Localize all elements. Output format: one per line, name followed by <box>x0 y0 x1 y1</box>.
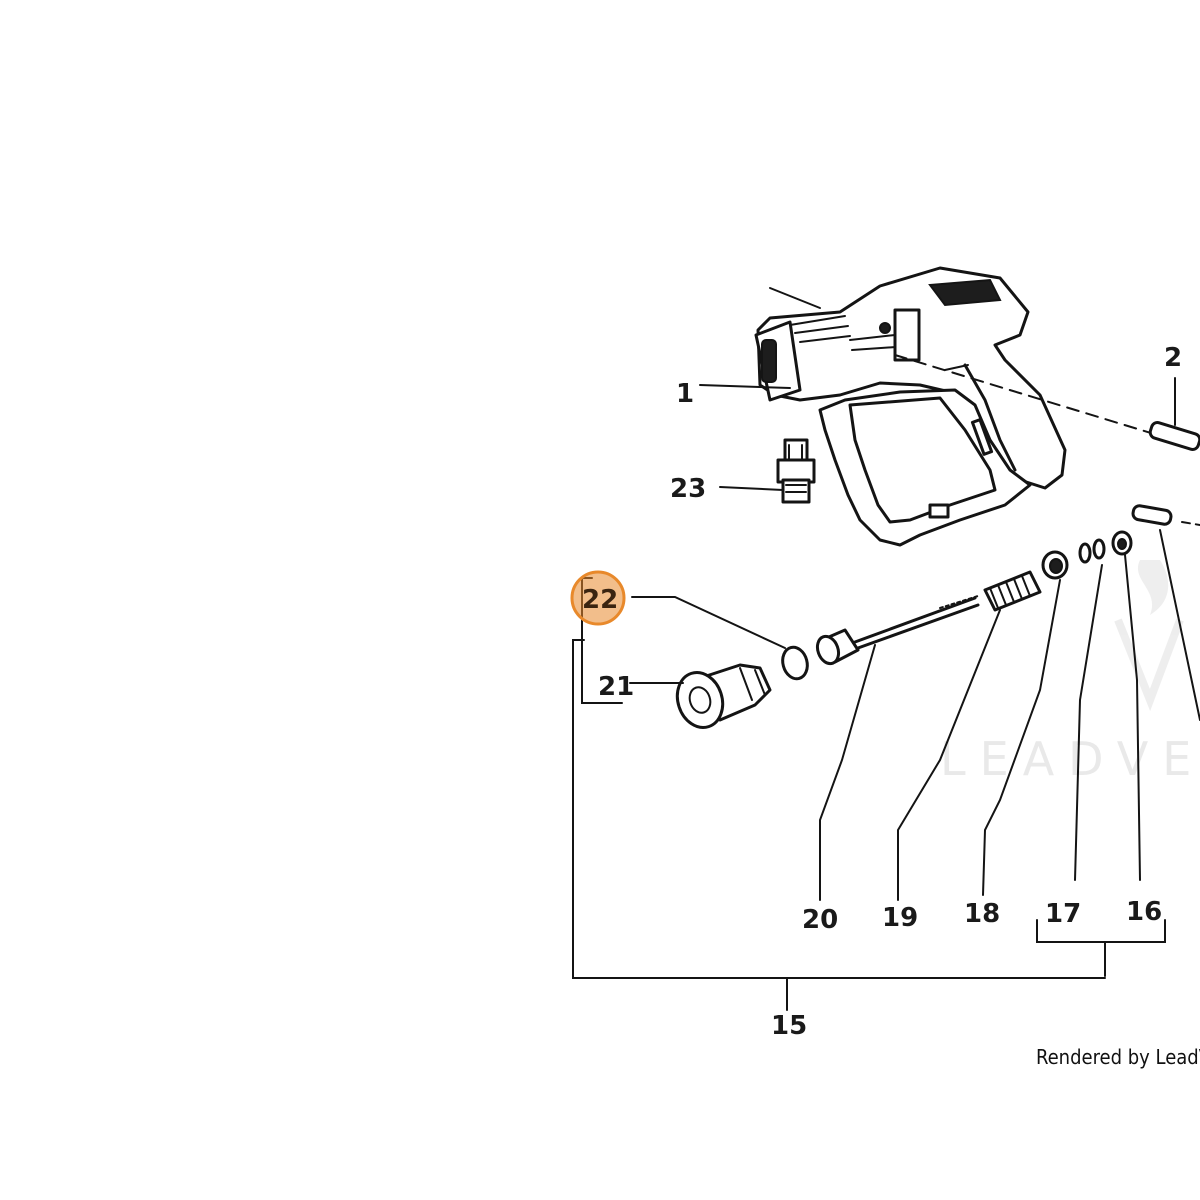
callout-20[interactable]: 20 <box>802 905 838 935</box>
part-orings-17 <box>1074 538 1106 881</box>
part-oring-22 <box>631 596 809 681</box>
callout-16[interactable]: 16 <box>1126 897 1162 927</box>
callout-19[interactable]: 19 <box>882 903 918 933</box>
part-seal-18 <box>982 550 1069 896</box>
callout-18[interactable]: 18 <box>964 899 1000 929</box>
highlight-marker <box>570 570 626 626</box>
callout-1[interactable]: 1 <box>676 379 694 409</box>
part-fitting-23 <box>719 438 816 504</box>
callout-17[interactable]: 17 <box>1045 899 1081 929</box>
bracket-16-17 <box>1036 919 1166 943</box>
callout-21[interactable]: 21 <box>598 672 634 702</box>
part-gun-body <box>754 266 1067 547</box>
leader-line-1 <box>699 384 791 389</box>
part-seat-16 <box>1111 530 1141 881</box>
callout-15[interactable]: 15 <box>771 1011 807 1041</box>
part-pin-2 <box>1148 377 1200 451</box>
part-spring-19 <box>897 570 1042 901</box>
callout-22[interactable]: 22 <box>582 585 618 615</box>
part-nozzle-21 <box>629 663 772 729</box>
watermark-text: LEADVEN <box>940 732 1200 786</box>
part-pin-right <box>1131 504 1200 721</box>
watermark-logo <box>1114 560 1184 712</box>
callout-2[interactable]: 2 <box>1164 343 1182 373</box>
render-credit: Rendered by LeadVe <box>1036 1045 1200 1069</box>
bracket-15 <box>572 639 1106 979</box>
part-valve-stem-20 <box>815 595 980 901</box>
leader-line-top <box>769 287 821 309</box>
callout-23[interactable]: 23 <box>670 474 706 504</box>
